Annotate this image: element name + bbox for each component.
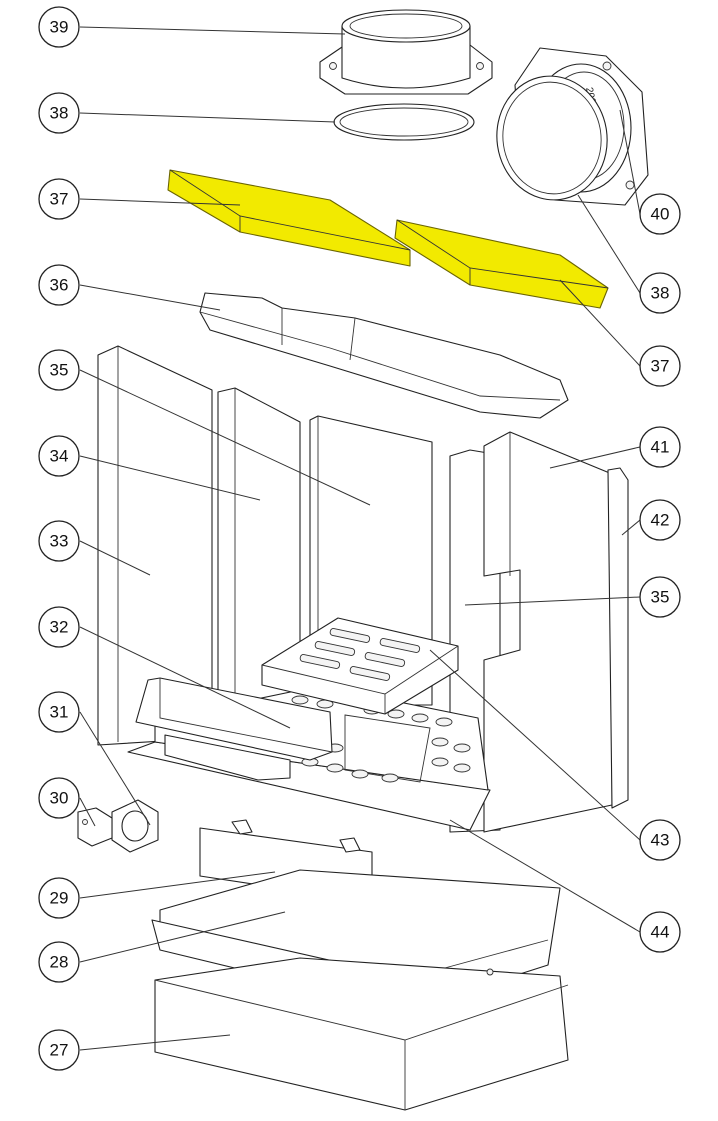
callout-35-left: 35 <box>38 349 80 391</box>
callout-28-label: 28 <box>50 953 69 972</box>
callout-42: 42 <box>639 499 681 541</box>
callout-31-label: 31 <box>50 703 69 722</box>
callout-39-label: 39 <box>50 18 69 37</box>
part-37-baffle-board-left <box>167 169 411 267</box>
callout-37-left-label: 37 <box>50 190 69 209</box>
callout-27-label: 27 <box>50 1041 69 1060</box>
callout-33-label: 33 <box>50 532 69 551</box>
callout-43-label: 43 <box>651 831 670 850</box>
callout-43: 43 <box>639 819 681 861</box>
callout-36: 36 <box>38 264 80 306</box>
part-41-right-front-brick <box>483 431 613 833</box>
part-34-back-brick-left <box>217 387 301 736</box>
part-37-baffle-board-right <box>394 219 609 309</box>
callout-38-top: 38 <box>38 92 80 134</box>
leader-lines <box>79 26 641 1051</box>
part-27-ash-box <box>154 957 569 1111</box>
part-36-top-deflector <box>199 292 569 419</box>
callout-40: 40 <box>639 193 681 235</box>
callout-28: 28 <box>38 941 80 983</box>
callout-36-label: 36 <box>50 276 69 295</box>
callout-32: 32 <box>38 606 80 648</box>
callout-37-right-label: 37 <box>651 357 670 376</box>
callout-32-label: 32 <box>50 618 69 637</box>
callout-41: 41 <box>639 426 681 468</box>
callout-39: 39 <box>38 6 80 48</box>
callout-35-left-label: 35 <box>50 361 69 380</box>
callout-38-top-label: 38 <box>50 104 69 123</box>
callout-40-label: 40 <box>651 205 670 224</box>
part-33-left-side-brick <box>97 345 213 746</box>
part-31-air-plate <box>111 799 159 853</box>
callout-30-label: 30 <box>50 789 69 808</box>
callout-29-label: 29 <box>50 889 69 908</box>
callout-37-left: 37 <box>38 178 80 220</box>
part-39-flue-collar <box>319 9 493 95</box>
callout-29: 29 <box>38 877 80 919</box>
part-42-side-strip <box>607 467 629 809</box>
callout-34: 34 <box>38 435 80 477</box>
callout-38-right-label: 38 <box>651 284 670 303</box>
callout-27: 27 <box>38 1029 80 1071</box>
callout-41-label: 41 <box>651 438 670 457</box>
part-38-gasket-ring-top <box>333 103 475 141</box>
part-43-inner-grate <box>261 617 459 715</box>
callout-35-right: 35 <box>639 576 681 618</box>
callout-33: 33 <box>38 520 80 562</box>
callout-34-label: 34 <box>50 447 69 466</box>
callout-44-label: 44 <box>651 923 670 942</box>
callout-31: 31 <box>38 691 80 733</box>
callout-35-right-label: 35 <box>651 588 670 607</box>
part-32-log-retainer <box>135 677 333 781</box>
callout-44: 44 <box>639 911 681 953</box>
callout-42-label: 42 <box>651 511 670 530</box>
callout-37-right: 37 <box>639 345 681 387</box>
part-38-gasket-ring-right <box>496 75 608 201</box>
part-30-air-plate-small <box>77 807 113 847</box>
callout-38-right: 38 <box>639 272 681 314</box>
callout-30: 30 <box>38 777 80 819</box>
